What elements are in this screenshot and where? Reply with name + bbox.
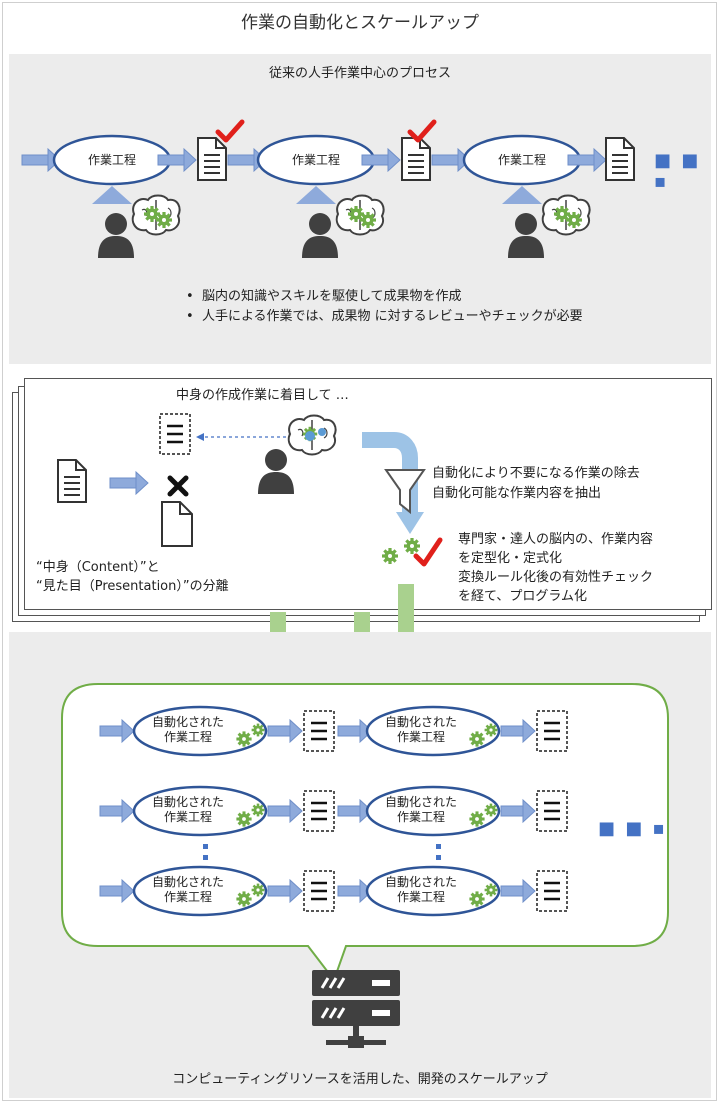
curved-flow-arrow-head xyxy=(396,512,424,534)
server-icon xyxy=(312,970,400,1048)
gear-icon xyxy=(484,803,498,817)
automated-process-label: 自動化された作業工程 xyxy=(138,795,238,825)
flow-arrow xyxy=(267,798,303,824)
continuation-dots: ■ ■ ▪ xyxy=(654,150,701,192)
automated-label-line1: 自動化された xyxy=(384,795,457,809)
automated-label-line2: 作業工程 xyxy=(396,730,445,744)
gear-icon xyxy=(236,811,252,827)
flow-arrow xyxy=(99,798,135,824)
automated-label-line1: 自動化された xyxy=(384,715,457,729)
gear-icon xyxy=(251,883,265,897)
flow-arrow xyxy=(99,718,135,744)
flow-arrow xyxy=(267,718,303,744)
continuation-dots: ■ ■ ▪ xyxy=(598,818,667,839)
process-label: 作業工程 xyxy=(291,153,340,167)
output-document-icon xyxy=(302,709,336,753)
filter-text-line1: 自動化により不要になる作業の除去 xyxy=(432,466,640,481)
automated-label-line1: 自動化された xyxy=(151,795,224,809)
filter-funnel-icon xyxy=(384,469,426,515)
up-arrow-triangle xyxy=(502,186,542,204)
output-document-icon xyxy=(535,709,569,753)
gear-icon xyxy=(469,811,485,827)
gear-icon xyxy=(236,731,252,747)
output-document-icon xyxy=(302,789,336,833)
automated-process-ellipse xyxy=(132,865,268,917)
automated-label-line2: 作業工程 xyxy=(163,810,212,824)
gear-icon xyxy=(469,891,485,907)
blue-gear-icon xyxy=(305,431,315,441)
up-arrow-triangle xyxy=(92,186,132,204)
automated-label-line2: 作業工程 xyxy=(396,810,445,824)
expert-text-line1: 専門家・達人の脳内の、作業内容 xyxy=(458,532,654,547)
dashed-arrow-head xyxy=(196,433,204,441)
output-document-icon xyxy=(302,869,336,913)
blue-gear-icon xyxy=(318,428,326,436)
flow-arrow xyxy=(500,798,536,824)
automated-label-line2: 作業工程 xyxy=(163,890,212,904)
gear-icon xyxy=(469,731,485,747)
expert-text-line4: を経て、プログラム化 xyxy=(458,589,587,604)
gear-icon xyxy=(251,723,265,737)
up-arrow-triangle xyxy=(296,186,336,204)
automated-label-line1: 自動化された xyxy=(151,875,224,889)
automated-process-label: 自動化された作業工程 xyxy=(138,875,238,905)
presentation-document-icon xyxy=(161,501,193,547)
automated-process-ellipse xyxy=(132,705,268,757)
cross-icon xyxy=(167,475,189,497)
vertical-continuation-dots xyxy=(203,844,441,860)
scale-up-caption: コンピューティングリソースを活用した、開発のスケールアップ xyxy=(172,1072,548,1087)
automated-process-label: 自動化された作業工程 xyxy=(371,875,471,905)
automated-label-line1: 自動化された xyxy=(151,715,224,729)
bullet-item: • 脳内の知識やスキルを駆使して成果物を作成 xyxy=(186,289,462,304)
manual-process-heading: 従来の人手作業中心のプロセス xyxy=(268,66,451,81)
expert-text-line2: を定型化・定式化 xyxy=(458,551,563,566)
flow-arrow xyxy=(109,470,149,496)
output-document-icon xyxy=(535,789,569,833)
curved-flow-arrow xyxy=(362,432,418,514)
gear-icon xyxy=(484,883,498,897)
flow-arrow xyxy=(500,718,536,744)
bullet-text: 脳内の知識やスキルを駆使して成果物を作成 xyxy=(201,289,462,304)
gear-icon xyxy=(251,803,265,817)
gear-icon xyxy=(236,891,252,907)
bullet-text: 人手による作業では、成果物 に対するレビューやチェックが必要 xyxy=(201,309,583,324)
automated-process-ellipse xyxy=(132,785,268,837)
process-label: 作業工程 xyxy=(497,153,546,167)
separation-text-line1: “中身（Content）”と xyxy=(36,560,160,575)
bullet-item: • 人手による作業では、成果物 に対するレビューやチェックが必要 xyxy=(186,309,583,324)
filter-text-line2: 自動化可能な作業内容を抽出 xyxy=(432,486,602,501)
flow-arrow xyxy=(500,878,536,904)
gear-icon xyxy=(484,723,498,737)
page-title: 作業の自動化とスケールアップ xyxy=(241,13,479,33)
analysis-heading: 中身の作成作業に着目して … xyxy=(176,388,349,403)
automated-label-line2: 作業工程 xyxy=(396,890,445,904)
expert-text-line3: 変換ルール化後の有効性チェック xyxy=(458,570,654,585)
automated-process-label: 自動化された作業工程 xyxy=(371,715,471,745)
output-document-icon xyxy=(535,869,569,913)
automated-process-label: 自動化された作業工程 xyxy=(371,795,471,825)
analysis-card xyxy=(24,378,712,610)
checkmark-icon xyxy=(413,537,443,567)
flow-arrow xyxy=(99,878,135,904)
automated-process-ellipse xyxy=(365,785,501,837)
automated-process-label: 自動化された作業工程 xyxy=(138,715,238,745)
automated-process-ellipse xyxy=(365,705,501,757)
flow-arrow xyxy=(267,878,303,904)
separation-text-line2: “見た目（Presentation）”の分離 xyxy=(36,579,229,594)
process-label: 作業工程 xyxy=(87,153,136,167)
automated-label-line1: 自動化された xyxy=(384,875,457,889)
automated-label-line2: 作業工程 xyxy=(163,730,212,744)
automated-process-ellipse xyxy=(365,865,501,917)
